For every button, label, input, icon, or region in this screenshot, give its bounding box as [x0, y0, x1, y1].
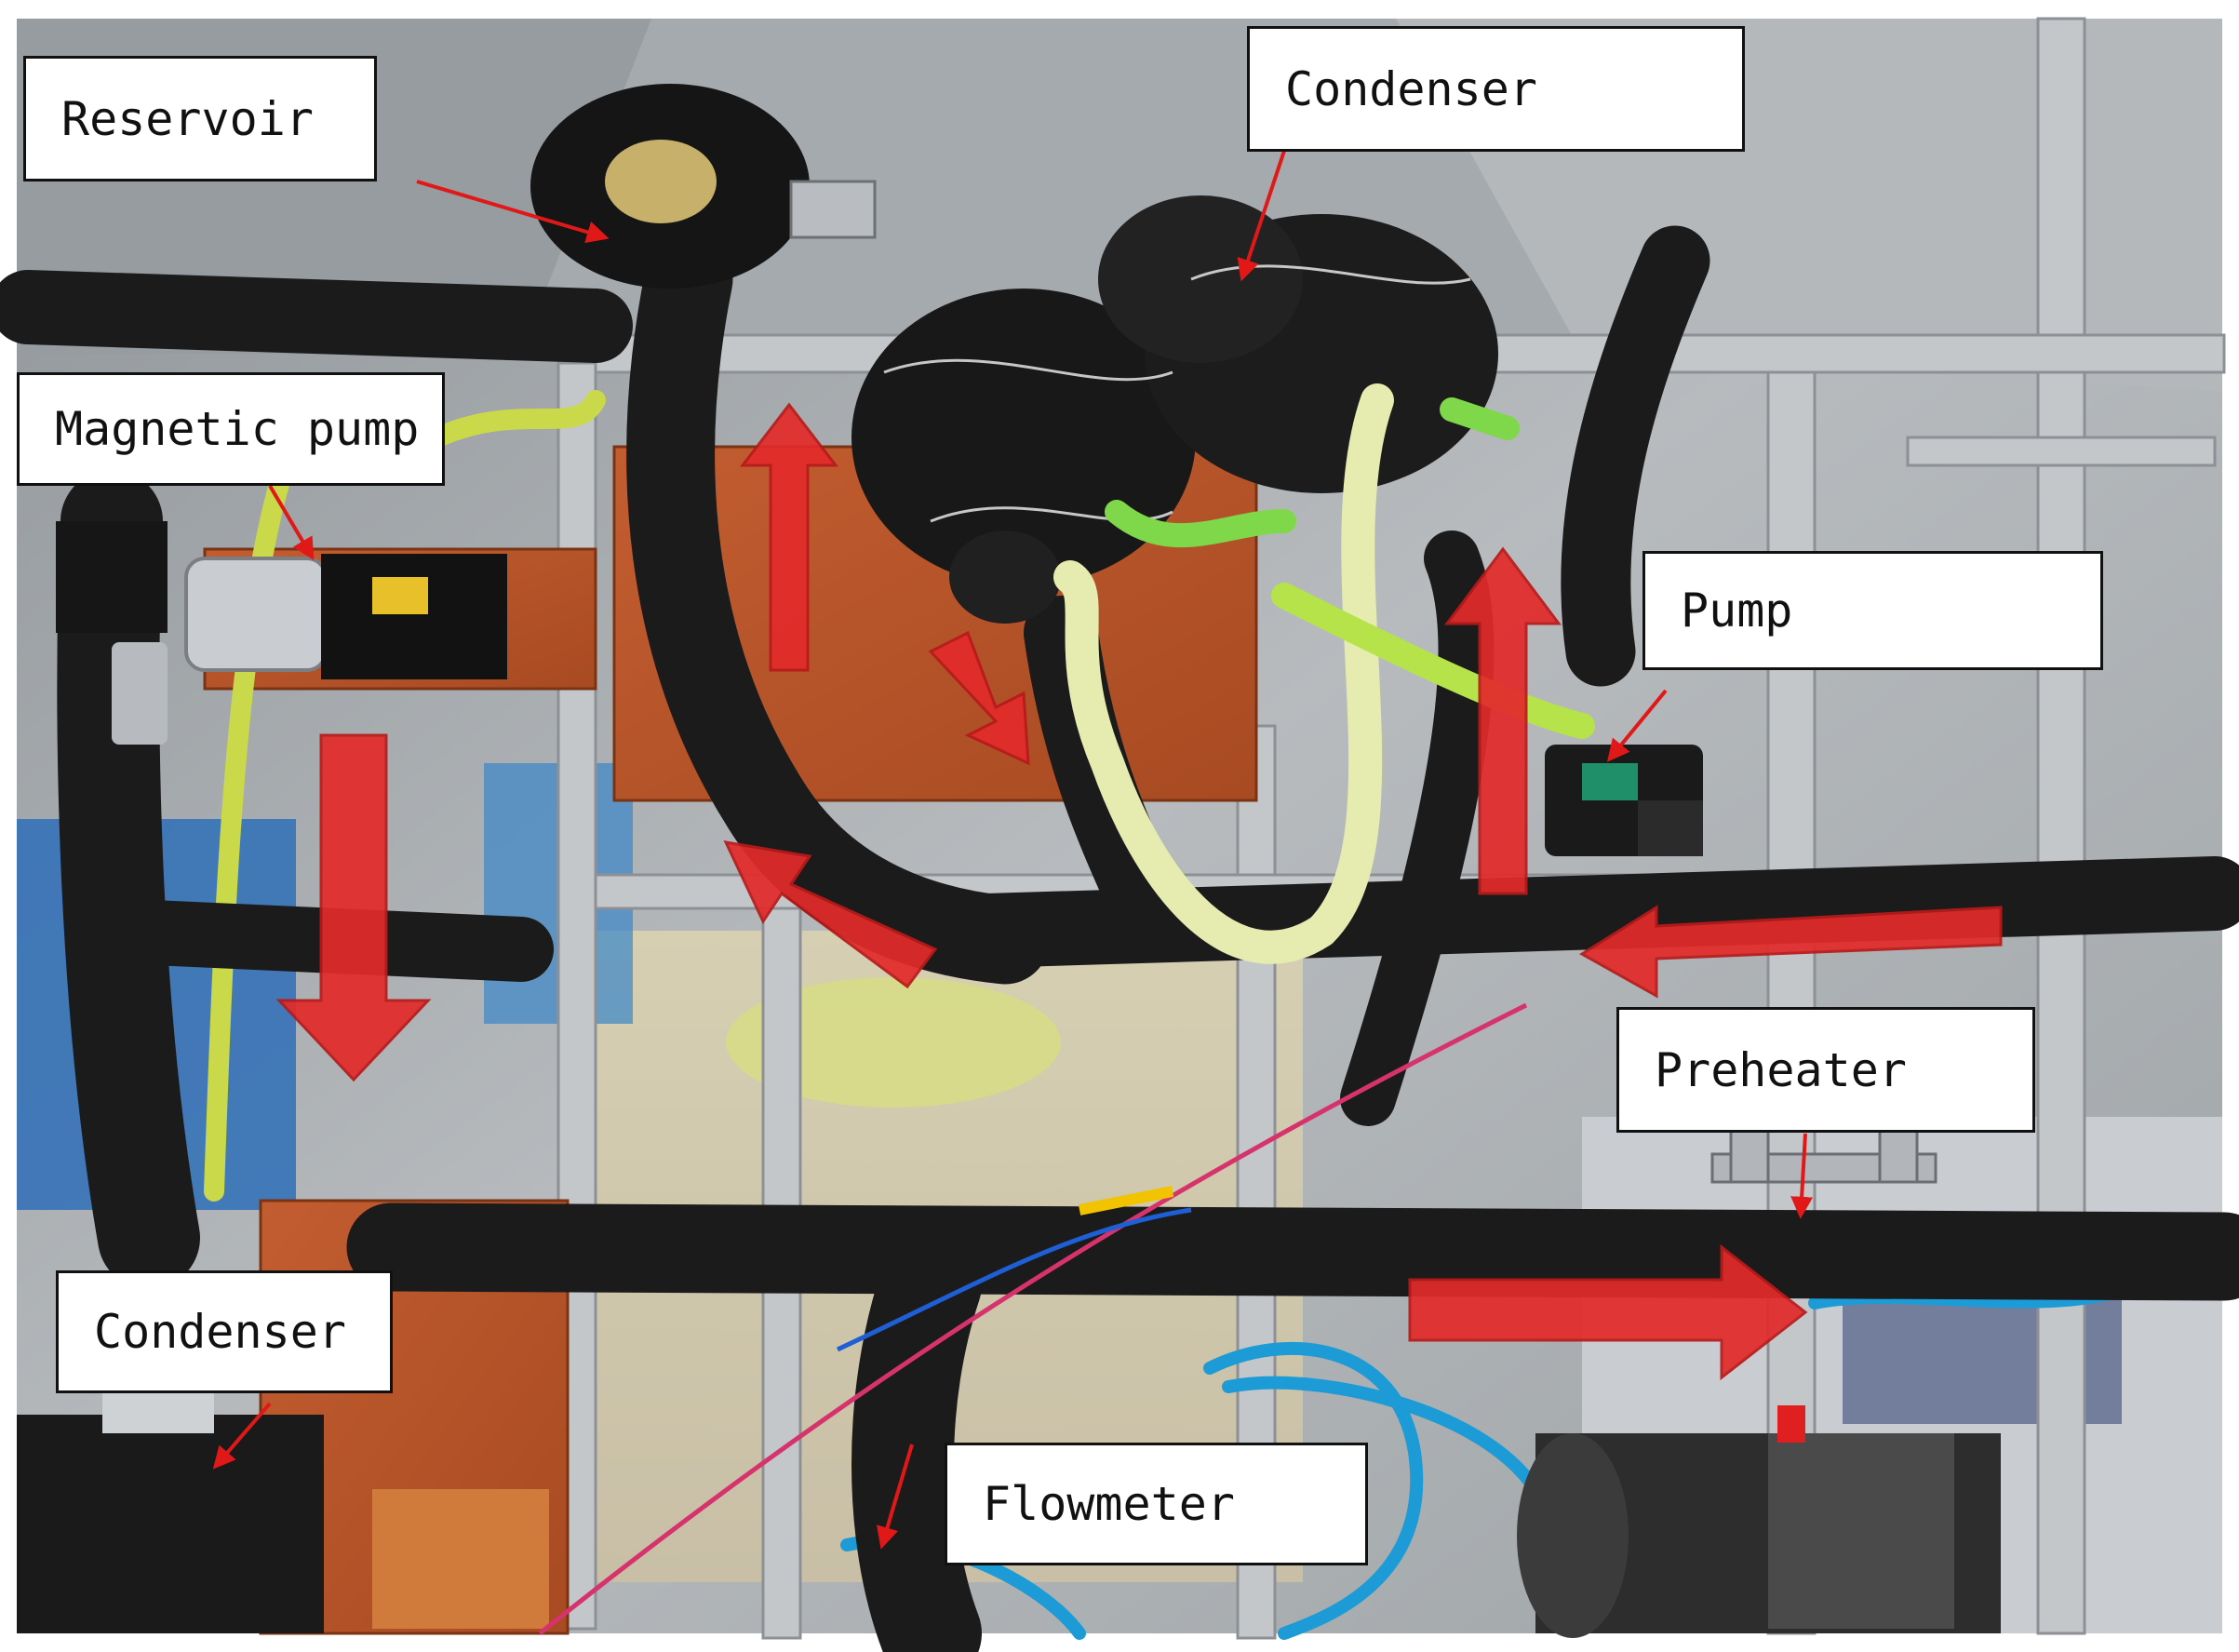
flow-arrow-right-bottom: [1408, 1243, 1808, 1381]
flow-arrow-down-left: [275, 733, 432, 1082]
label-reservoir: Reservoir: [23, 56, 377, 181]
small-pump-body: [1545, 745, 1703, 856]
blower-cylinder: [1517, 1405, 2001, 1638]
sensor-wires: [538, 1002, 1528, 1635]
flow-arrow-up-right: [1444, 546, 1562, 895]
label-condenser-top: Condenser: [1247, 26, 1745, 152]
pointer-pump: [1606, 689, 1668, 762]
pointer-condenser-bottom: [212, 1402, 272, 1470]
flow-arrow-up-left: [739, 402, 839, 672]
coolant-tubes: [1053, 383, 1595, 964]
preheater-bracket: [1710, 1124, 1937, 1184]
pointer-magnetic-pump: [268, 484, 315, 561]
flow-arrow-diag-up-left: [723, 840, 938, 989]
label-magnetic-pump: Magnetic pump: [17, 372, 445, 486]
condenser-top-bundle: [851, 195, 1498, 624]
pointer-flowmeter: [876, 1444, 914, 1550]
flow-arrow-left-middle: [1579, 905, 2003, 999]
pointer-condenser-top: [1237, 150, 1286, 282]
label-condenser-bottom: Condenser: [56, 1270, 393, 1393]
flow-arrows: [275, 402, 2003, 1381]
pointer-reservoir: [416, 180, 610, 244]
pointer-preheater: [1790, 1133, 1814, 1219]
magnetic-pump-motor: [56, 521, 507, 745]
label-flowmeter: Flowmeter: [945, 1443, 1368, 1565]
flow-arrow-diag-down: [928, 630, 1030, 766]
label-pump: Pump: [1642, 551, 2103, 670]
condenser-bottom-body: [17, 1387, 324, 1633]
pointer-arrows: [212, 150, 1814, 1550]
label-preheater: Preheater: [1616, 1007, 2035, 1133]
